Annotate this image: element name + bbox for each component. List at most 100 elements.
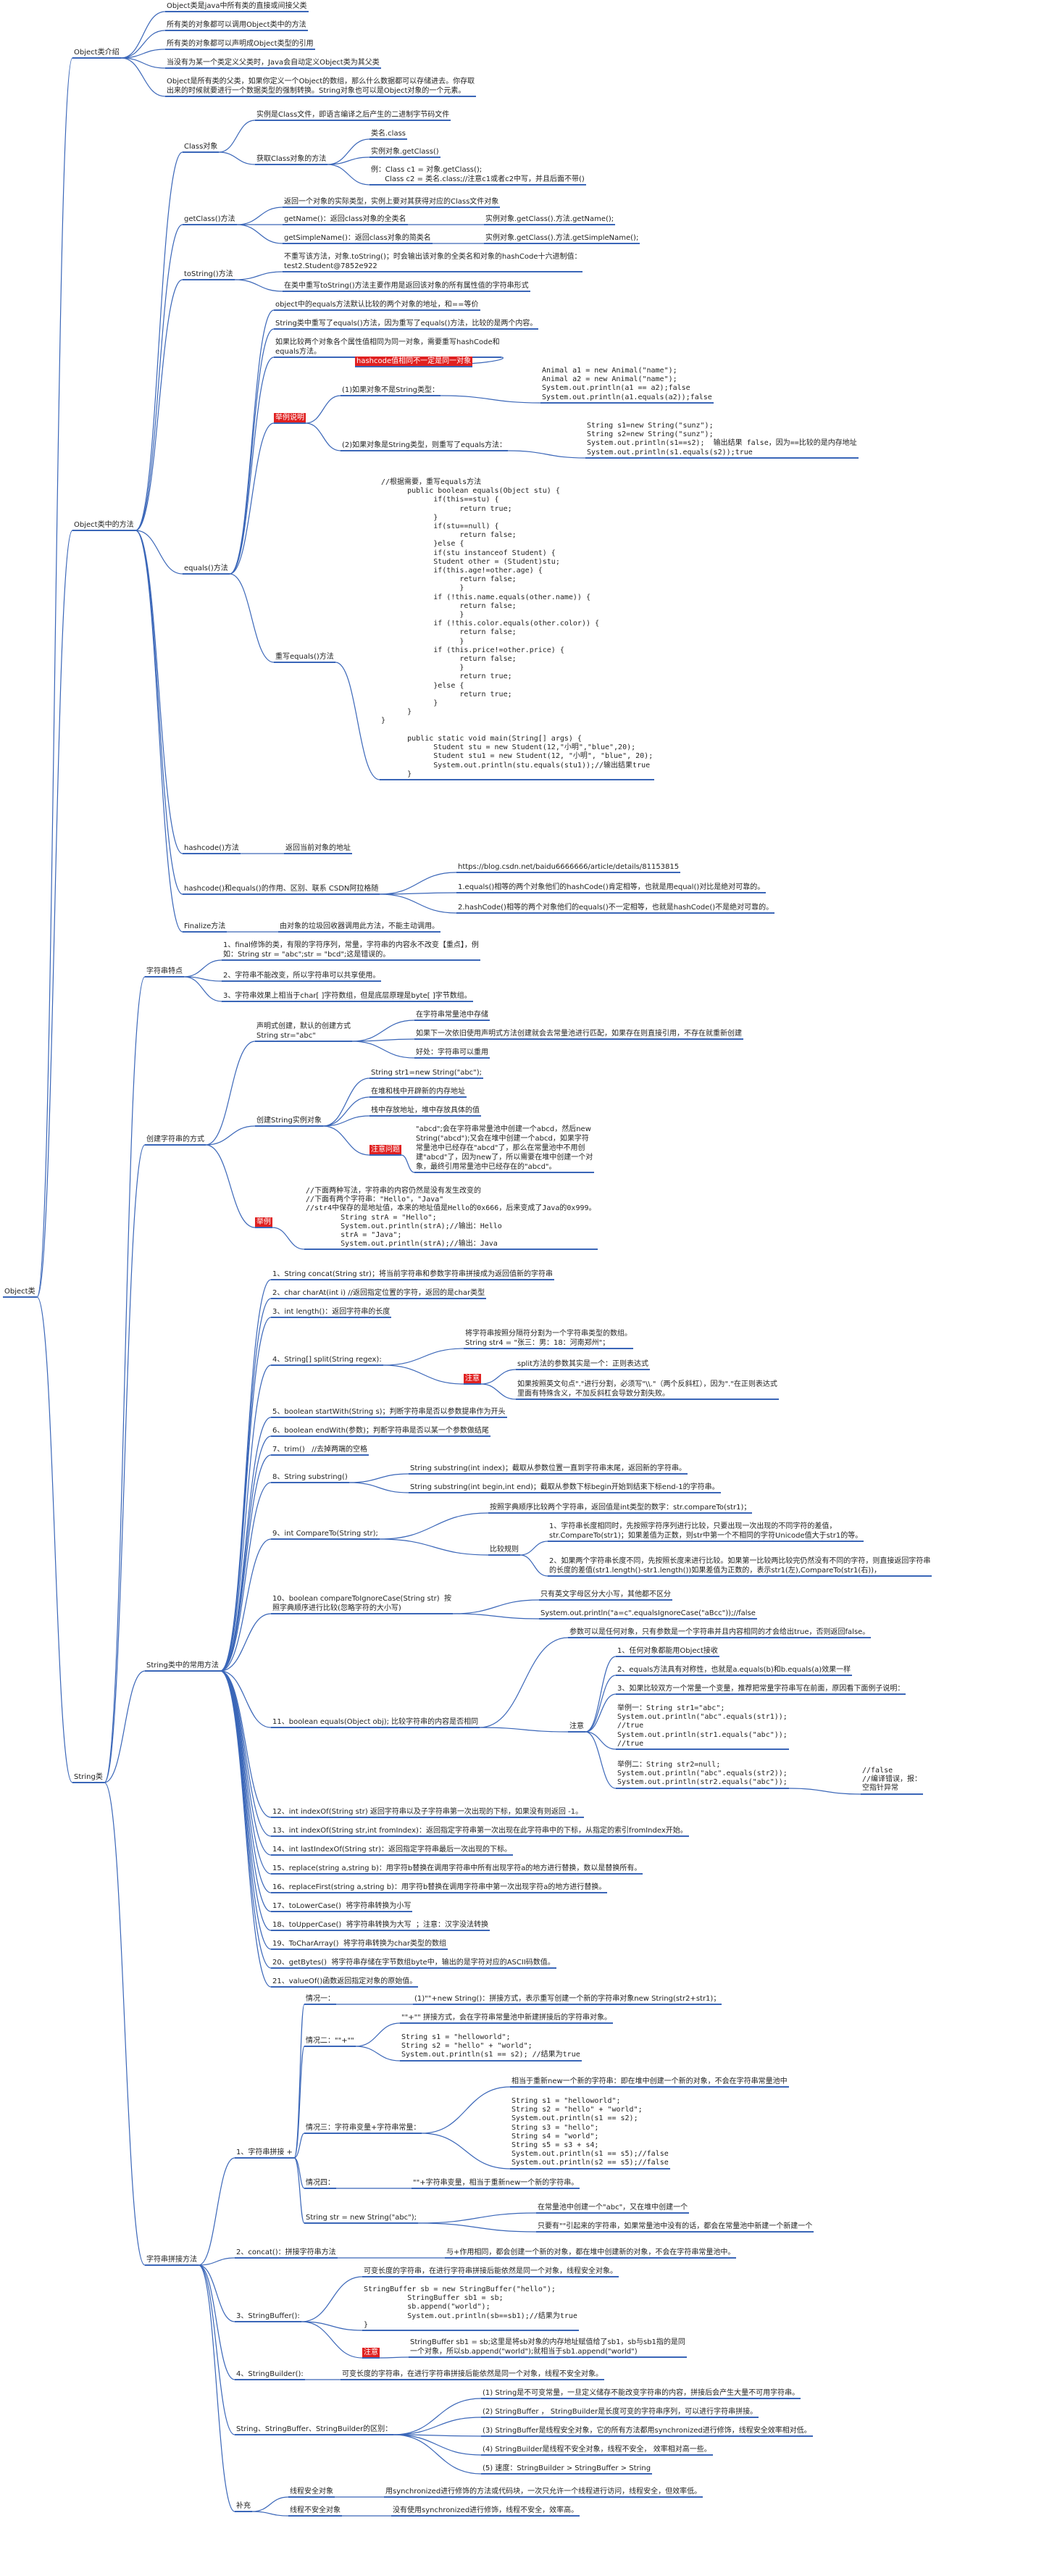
string-feature-2: 2、字符串不能改变，所以字符串可以共享使用。	[222, 971, 382, 982]
connector-concat-3-node-concat-3-head	[301, 2276, 363, 2322]
string-diff-2: (2) StringBuffer ， StringBuilder是长度可变的字符…	[481, 2407, 759, 2418]
method-11: 11、boolean equals(Object obj); 比较字符串的内容是…	[271, 1717, 480, 1728]
equals-rewrite-node: 重写equals()方法	[274, 652, 335, 663]
connector-method-10-method-10-a	[452, 1599, 540, 1614]
equals-case-1-code: Animal a1 = new Animal("name"); Animal a…	[540, 367, 714, 404]
connector-equals-node-equals-example-label	[229, 422, 275, 575]
connector-string-class-node-concat-methods-node	[104, 1782, 146, 2266]
tostring-node: toString()方法	[183, 270, 235, 280]
getname-example: 实例对象.getClass().方法.getName();	[484, 214, 616, 225]
connector-string-methods-node-method-9	[220, 1538, 272, 1672]
connector-string-features-node-string-feature-3	[183, 976, 222, 1002]
connector-tostring-node-tostring-desc	[234, 271, 283, 280]
method-14: 14、int lastIndexOf(String str)：返回指定字符串最后…	[271, 1845, 513, 1856]
finalize-node: Finalize方法	[183, 922, 227, 933]
concat-newstr: String str = new String("abc");	[304, 2213, 419, 2224]
method-3: 3、int length()：返回字符串的长度	[271, 1307, 392, 1318]
concat-3-code: StringBuffer sb = new StringBuffer("hell…	[362, 2285, 579, 2332]
getname-node: getName()：返回class对象的全类名	[283, 214, 408, 225]
connector-method-8-method-8-b	[348, 1482, 409, 1493]
finalize-desc: 由对象的垃圾回收器调用此方法，不能主动调用。	[278, 922, 440, 933]
create-example-label: 举例	[255, 1217, 272, 1228]
method-11-note-2: 2、equals方法具有对称性，也就是a.equals(b)和b.equals(…	[616, 1665, 853, 1676]
hash-equals-url[interactable]: https://blog.csdn.net/baidu6666666/artic…	[456, 862, 681, 873]
connector-string-methods-node-method-2	[220, 1298, 272, 1672]
connector-hash-equals-node-hash-equals-rule-1	[379, 892, 457, 895]
connector-string-methods-node-method-10	[220, 1613, 272, 1672]
method-11-example-1: 举例一：String str1="abc"; System.out.printl…	[616, 1704, 789, 1751]
method-15: 15、replace(string a,string b)：用字符b替换在调用字…	[271, 1864, 643, 1875]
string-feature-3: 3、字符串效果上相当于char[ ]字符数组，但是底层原理是byte[ ]字节数…	[222, 991, 473, 1002]
connector-string-methods-node-method-8	[220, 1482, 272, 1672]
connector-string-features-node-string-feature-1	[183, 959, 222, 978]
connector-concat-methods-node-string-diff-node	[198, 2264, 235, 2435]
connector-create-newobj-node-create-heap	[322, 1096, 370, 1127]
connector-method-11-label-method-11-note-3	[585, 1693, 617, 1733]
method-9-desc: 按照字典顺序比较两个字符串，返回值是int类型的数字：str.compareTo…	[488, 1503, 753, 1514]
equals-example-label: 举例说明	[274, 413, 306, 424]
equals-override-note: 如果比较两个对象各个属性值相同为同一对象，需要重写hashCode和 equal…	[274, 338, 501, 358]
equals-case-2-code: String s1=new String("sunz"); String s2=…	[585, 422, 859, 459]
connector-class-object-node-class-object-desc	[218, 120, 256, 153]
string-class-node: String类	[72, 1772, 104, 1783]
connector-object-methods-node-class-object-node	[135, 151, 183, 531]
connector-concat-3-node-concat-3-code	[301, 2321, 363, 2331]
hash-equals-rule-1: 1.equals()相等的两个对象他们的hashCode()肯定相等，也就是用e…	[456, 883, 767, 893]
connector-string-methods-node-method-11	[220, 1670, 272, 1728]
equals-string: String类中重写了equals()方法，因为重写了equals()方法，比较…	[274, 319, 539, 330]
create-stack: 栈中存放地址，堆中存放具体的值	[369, 1106, 481, 1117]
connector-concat-plus-node-concat-case-2	[293, 2046, 305, 2159]
method-4-note-2: 如果按照英文句点"."进行分割，必须写"\\."（两个反斜杠），因为"."在正则…	[516, 1380, 779, 1400]
connector-string-methods-node-method-18	[220, 1670, 272, 1931]
concat-3-node: 3、StringBuffer():	[235, 2312, 301, 2322]
connector-equals-case-1-equals-case-1-code	[440, 395, 541, 404]
connector-create-newobj-node-create-stack	[322, 1115, 370, 1127]
method-11-note-1: 1、任何对象都能用Object接收	[616, 1646, 719, 1657]
method-8: 8、String substring()	[271, 1472, 349, 1483]
connector-class-obtain-node-class-way-3	[327, 164, 370, 186]
connector-string-diff-node-string-diff-2	[393, 2417, 482, 2435]
connector-equals-rewrite-node-equals-rewrite-code	[335, 662, 380, 780]
string-features-node: 字符串特点	[145, 967, 184, 978]
supplement-2: 线程不安全对象	[288, 2506, 342, 2517]
method-4-label: 注意	[464, 1374, 481, 1385]
method-4-desc: 将字符串按照分隔符分割为一个字符串类型的数组。 String str4 = "张…	[464, 1329, 633, 1349]
concat-case-1: 情况一：	[304, 1994, 336, 2005]
connector-method-11-label-method-11-note-2	[585, 1675, 617, 1733]
concat-case-3-code: String s1 = "helloworld"; String s2 = "h…	[510, 2097, 670, 2169]
connector-class-obtain-node-class-way-2	[327, 157, 370, 165]
connector-method-4-method-4-label	[383, 1364, 464, 1385]
method-10: 10、boolean compareToIgnoreCase(String st…	[271, 1594, 453, 1614]
connector-string-diff-node-string-diff-5	[393, 2434, 482, 2475]
connector-getclass-node-getsimplename-node	[236, 224, 283, 244]
connector-object-intro-node-intro-item-3	[120, 49, 166, 59]
connector-method-9-rule-method-9-rule-1	[519, 1541, 548, 1556]
method-7: 7、trim() //去掉两端的空格	[271, 1445, 369, 1456]
method-8-b: String substring(int begin,int end)；截取从参…	[409, 1483, 721, 1493]
concat-3-label: 注意	[362, 2348, 380, 2359]
connector-string-class-node-string-methods-node	[104, 1670, 146, 1783]
create-heap: 在堆和栈中开辟新的内存地址	[369, 1087, 467, 1098]
connector-create-literal-node-create-pool-adv	[351, 1041, 415, 1059]
class-obtain-node: 获取Class对象的方法	[255, 154, 328, 165]
connector-concat-3-label-concat-3-note	[379, 2356, 409, 2359]
connector-string-methods-node-method-21	[220, 1670, 272, 1988]
string-diff-5: (5) 速度：StringBuilder > StringBuffer > St…	[481, 2464, 653, 2475]
connector-string-methods-node-method-7	[220, 1454, 272, 1672]
object-intro-node: Object类介绍	[72, 48, 121, 59]
connector-create-newobj-node-create-newobj-code	[322, 1077, 370, 1127]
connector-equals-case-2-equals-case-2-code	[507, 450, 586, 459]
method-11-example-2: 举例二：String str2=null; System.out.println…	[616, 1761, 789, 1789]
connector-string-methods-node-method-15	[220, 1670, 272, 1875]
getsimplename-node: getSimpleName()：返回class对象的简类名	[283, 233, 433, 244]
supplement-node: 补充	[235, 2501, 252, 2512]
connector-object-methods-node-tostring-node	[135, 279, 183, 531]
method-13: 13、int indexOf(String str,int fromIndex)…	[271, 1826, 689, 1837]
concat-case-2-code: String s1 = "helloworld"; String s2 = "h…	[400, 2033, 582, 2062]
create-literal-node: 声明式创建，默认的创建方式 String str="abc"	[255, 1022, 352, 1042]
connector-concat-3-node-concat-3-label	[301, 2321, 363, 2359]
method-11-note-3: 3、如果比较双方一个常量一个变量，推荐把常量字符串写在前面，原因看下面例子说明：	[616, 1684, 906, 1695]
create-newobj-node: 创建String实例对象	[255, 1116, 323, 1127]
connector-object-methods-node-finalize-node	[135, 530, 183, 933]
concat-case-4-desc: ""+字符串变量，相当于重新new一个新的字符串。	[412, 2178, 580, 2189]
